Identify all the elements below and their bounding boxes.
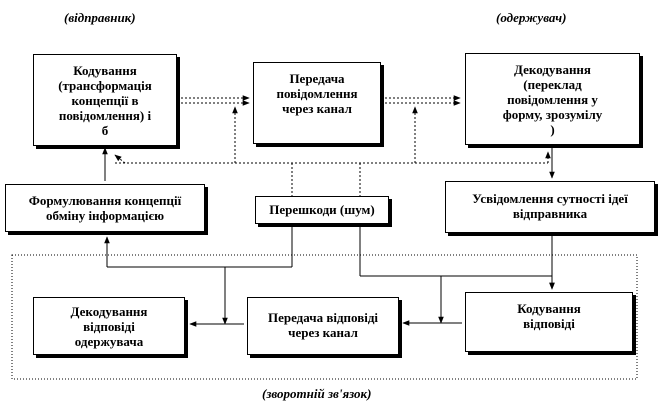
feedback-label: (зворотній зв'язок) — [262, 386, 372, 401]
transmission-box: Передача повідомлення через канал — [253, 62, 381, 144]
noise-box: Перешкоди (шум) — [255, 196, 389, 224]
feedback-region — [11, 254, 638, 380]
decoding-response-box: Декодування відповіді одержувача — [33, 297, 185, 355]
decoding-box: Декодування (переклад повідомлення у фор… — [465, 53, 640, 145]
response-transmission-box: Передача відповіді через канал — [247, 297, 399, 355]
encoding-response-box: Кодування відповіді — [465, 292, 633, 352]
awareness-box: Усвідомлення сутності ідеї відправника — [445, 181, 655, 233]
sender-label: (відправник) — [64, 10, 136, 25]
formulating-box: Формулювання концепції обміну інформаціє… — [5, 184, 205, 232]
receiver-label: (одержувач) — [496, 10, 567, 25]
encoding-box: Кодування (трансформація концепції в пов… — [33, 54, 177, 146]
